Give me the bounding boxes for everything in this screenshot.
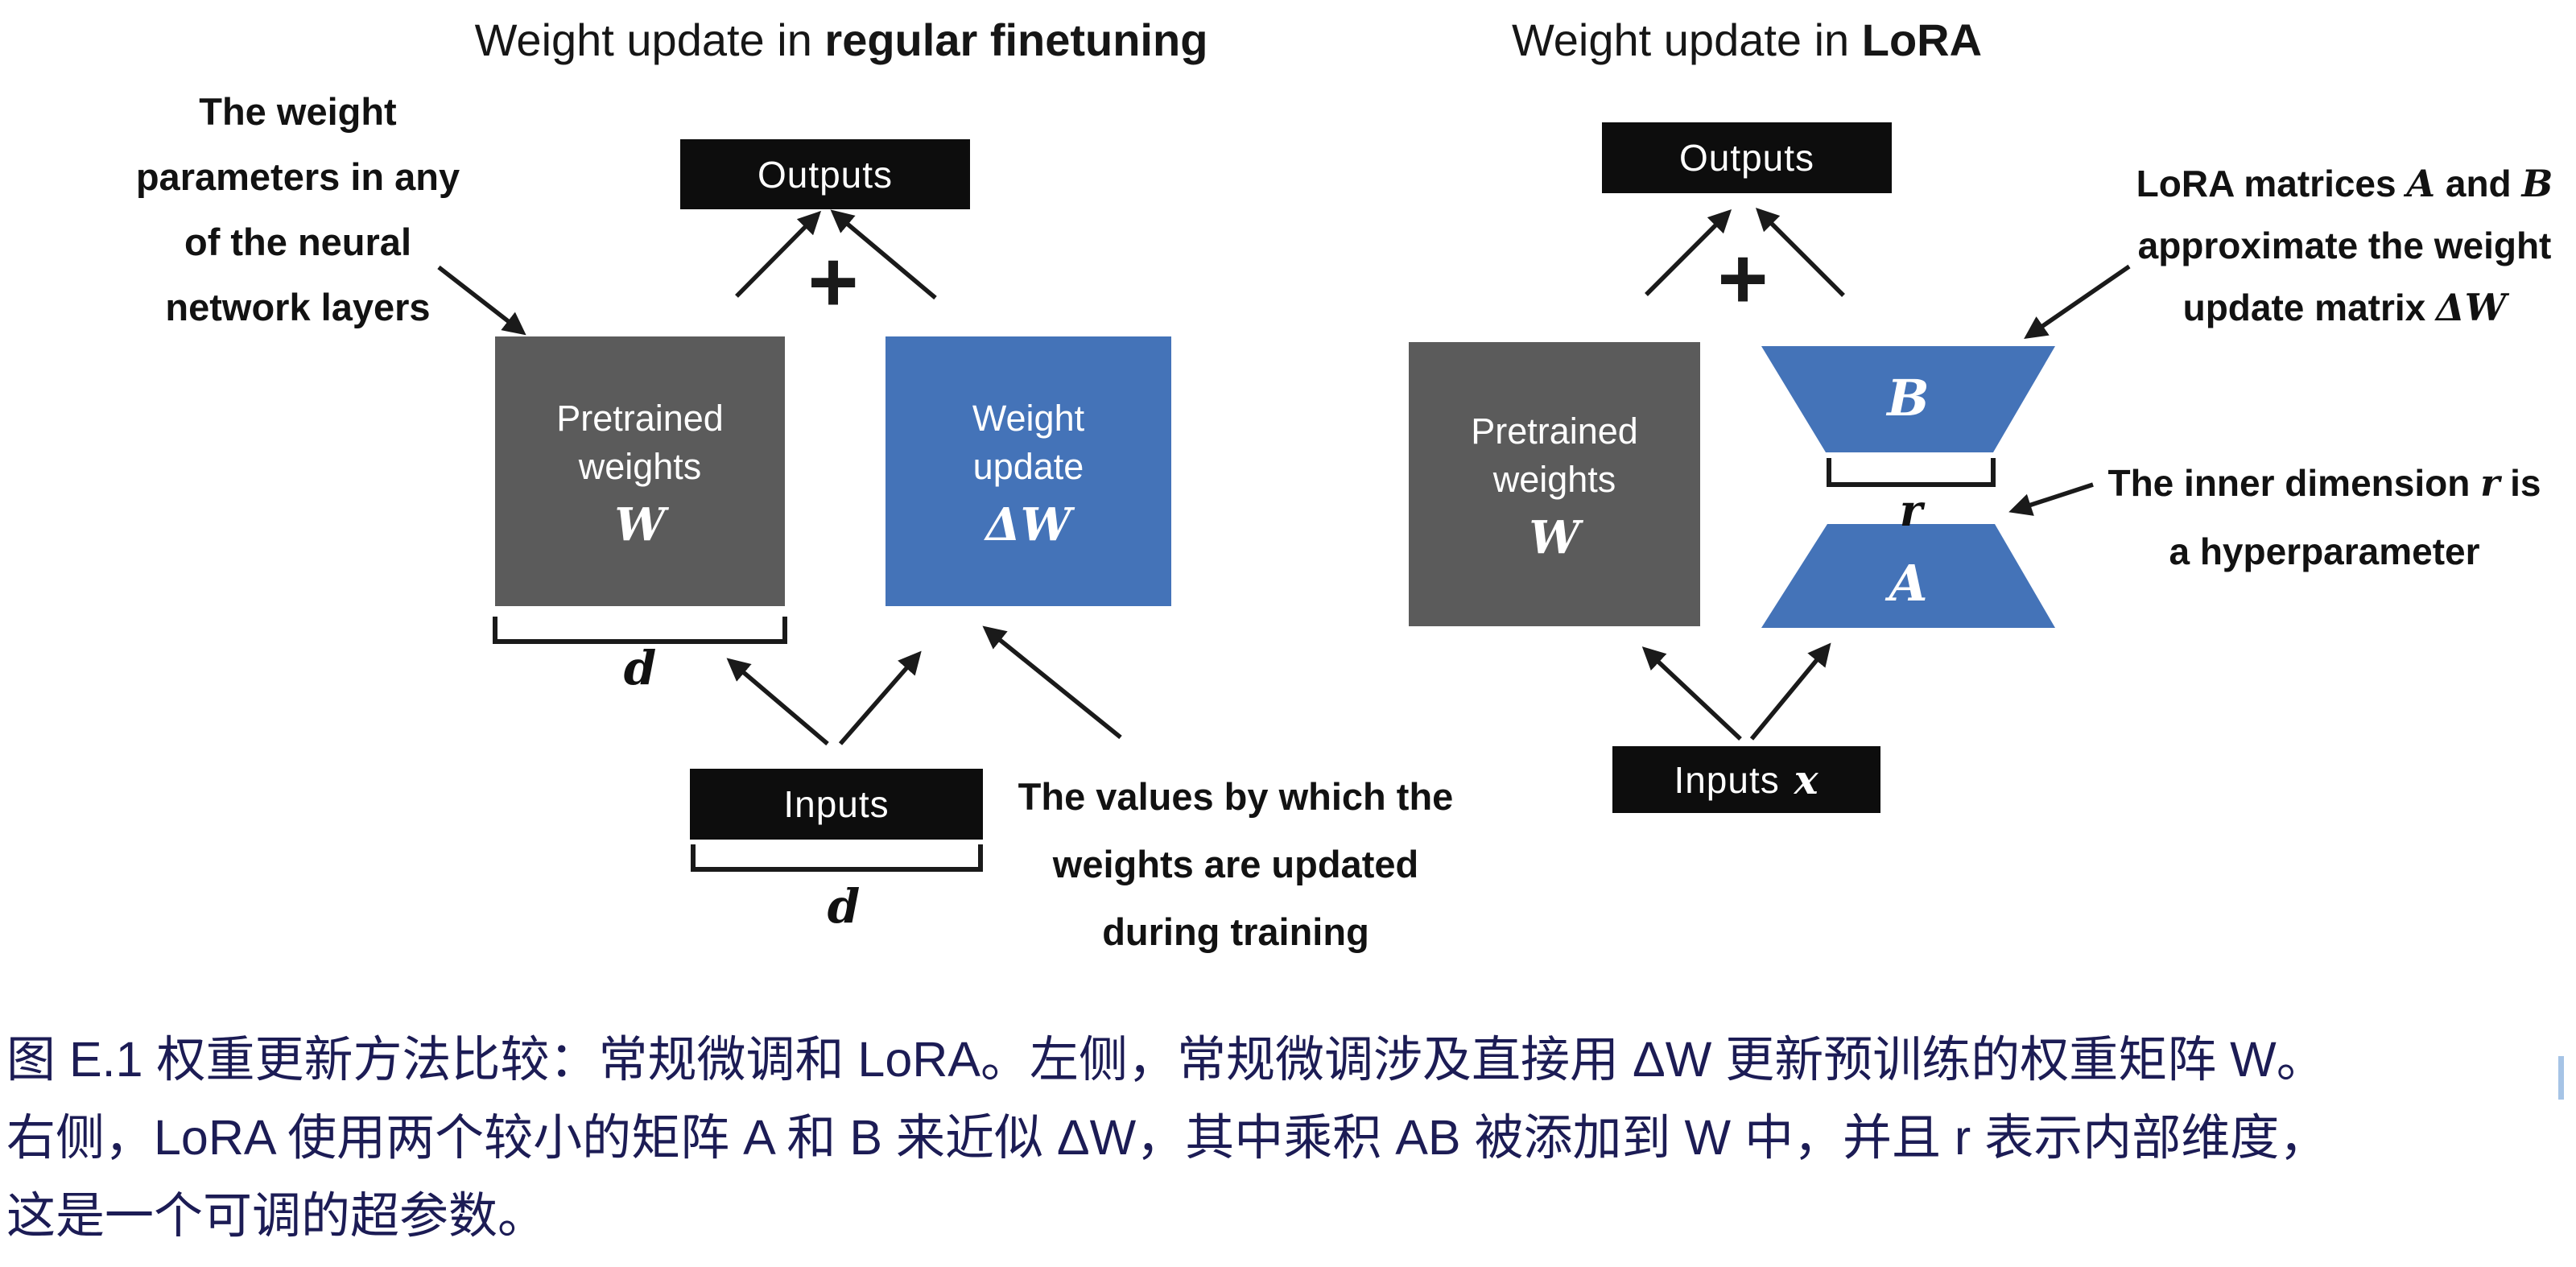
right-title-bold: LoRA — [1861, 14, 1983, 65]
pretrained-math-w: W — [1529, 510, 1580, 564]
pretrained-line: Pretrained — [556, 397, 724, 439]
arrow-inputs-to-w-right — [1641, 646, 1742, 741]
matrix-b-glyph: B — [1887, 368, 1930, 427]
dim-d-glyph: d — [827, 879, 861, 934]
annotation-line: weights are updated — [1052, 843, 1419, 885]
arrow-rank-annotation — [2008, 482, 2094, 516]
matrix-a-glyph: A — [1889, 553, 1928, 613]
inputs-math-x: x — [1794, 756, 1819, 803]
annotation-line: LoRA matrices A and B — [2136, 162, 2553, 205]
outputs-label-left: Outputs — [757, 153, 894, 196]
rank-r-glyph: r — [1899, 485, 1923, 536]
dim-bracket-pretrained-left — [493, 617, 787, 644]
caption-line-3: 这是一个可调的超参数。 — [6, 1188, 547, 1243]
math-r: r — [2480, 461, 2500, 505]
matrix-b-trapezoid — [1761, 346, 2055, 452]
annotation-line: of the neural — [184, 221, 412, 263]
dim-label-inputs-left: d — [763, 874, 924, 939]
arrow-w-to-outputs-left — [735, 210, 822, 298]
math-b: B — [2521, 162, 2553, 205]
matrix-a-trapezoid — [1761, 524, 2055, 628]
rank-bracket — [1827, 458, 1996, 487]
arrow-dw-to-outputs-left — [830, 209, 937, 300]
dim-label-weights-left: d — [559, 638, 720, 698]
arrow-inputs-to-w-left — [726, 658, 829, 746]
caption-line-2: 右侧，LoRA 使用两个较小的矩阵 A 和 B 来近似 ΔW，其中乘积 AB 被… — [6, 1110, 2329, 1165]
left-diagram-title: Weight update in regular finetuning — [358, 14, 1324, 66]
weight-update-line: Weight — [972, 397, 1085, 439]
annotation-line: approximate the weight — [2137, 225, 2552, 266]
matrix-a-label: A — [1761, 546, 2055, 620]
plus-sign-left: + — [753, 233, 914, 330]
dim-d-glyph: d — [623, 640, 657, 695]
inputs-box-right: Inputs x — [1612, 746, 1880, 813]
inputs-label-left: Inputs — [783, 783, 890, 825]
right-title-prefix: Weight update in — [1511, 14, 1862, 65]
annotation-line: network layers — [165, 286, 431, 328]
pretrained-line: Pretrained — [1471, 410, 1638, 452]
weight-params-annotation: The weight parameters in any of the neur… — [85, 79, 511, 340]
rank-label: r — [1831, 481, 1992, 539]
math-delta-w: ΔW — [2436, 286, 2507, 329]
figure-caption: 图 E.1 权重更新方法比较：常规微调和 LoRA。左侧，常规微调涉及直接用 Δ… — [6, 1021, 2574, 1255]
caption-line-1: 图 E.1 权重更新方法比较：常规微调和 LoRA。左侧，常规微调涉及直接用 Δ… — [6, 1032, 2326, 1087]
annotation-line: during training — [1102, 910, 1369, 953]
values-annotation: The values by which the weights are upda… — [1010, 763, 1461, 966]
arrow-inputs-to-a-right — [1749, 642, 1831, 741]
text-cursor — [2558, 1056, 2564, 1100]
outputs-box-right: Outputs — [1602, 122, 1892, 193]
arrow-w-to-outputs-right — [1645, 208, 1732, 296]
arrow-inputs-to-dw-left — [838, 650, 922, 745]
annotation-line: a hyperparameter — [2169, 530, 2480, 572]
pretrained-line: weights — [578, 445, 702, 487]
lora-matrices-annotation: LoRA matrices A and B approximate the we… — [2133, 153, 2556, 339]
arrow-weight-params-annotation — [437, 265, 526, 336]
dim-bracket-inputs-left — [691, 844, 983, 872]
weight-update-line: update — [972, 445, 1084, 487]
arrow-values-annotation — [982, 625, 1122, 740]
rank-annotation: The inner dimension r is a hyperparamete… — [2105, 449, 2544, 586]
weight-update-math-dw: ΔW — [985, 497, 1071, 551]
annotation-line: The weight — [199, 90, 397, 133]
annotation-line: The inner dimension r is — [2107, 461, 2541, 505]
inputs-box-left: Inputs — [690, 769, 983, 840]
outputs-label-right: Outputs — [1678, 137, 1815, 179]
outputs-box-left: Outputs — [680, 139, 970, 209]
pretrained-math-w: W — [614, 497, 666, 551]
pretrained-weights-box-left: Pretrained weights W — [495, 336, 785, 606]
annotation-line: parameters in any — [135, 155, 460, 198]
pretrained-line: weights — [1492, 458, 1616, 500]
pretrained-weights-box-right: Pretrained weights W — [1409, 342, 1700, 626]
plus-sign-right: + — [1662, 229, 1823, 327]
inputs-label-right: Inputs — [1674, 758, 1780, 801]
matrix-b-label: B — [1761, 361, 2055, 435]
math-a: A — [2406, 162, 2436, 205]
annotation-line: The values by which the — [1018, 775, 1454, 818]
plus-glyph: + — [807, 232, 859, 330]
left-title-bold: regular finetuning — [824, 14, 1208, 65]
right-diagram-title: Weight update in LoRA — [1264, 14, 2230, 66]
weight-update-box: Weight update ΔW — [886, 336, 1171, 606]
annotation-line: update matrix ΔW — [2182, 286, 2507, 329]
plus-glyph: + — [1717, 229, 1769, 327]
arrow-ba-to-outputs-right — [1755, 207, 1845, 297]
arrow-lora-matrices-annotation — [2024, 264, 2131, 340]
left-title-prefix: Weight update in — [474, 14, 825, 65]
